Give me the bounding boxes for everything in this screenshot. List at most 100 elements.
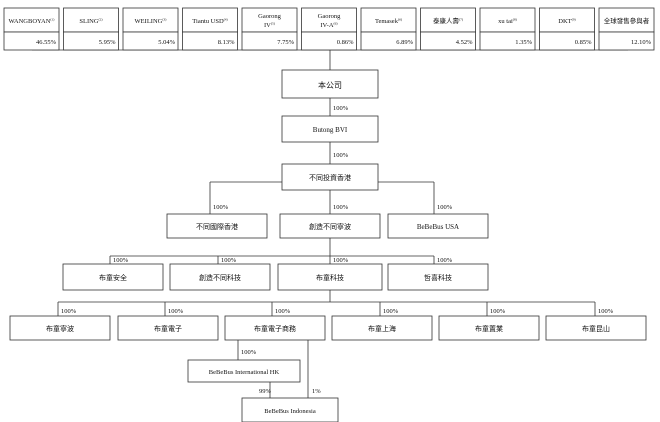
footnote-marker: (6) xyxy=(334,22,339,26)
entity-butong-dianzi: 布童電子 xyxy=(117,315,219,341)
pct-label: 100% xyxy=(383,308,399,315)
shareholder-6: Temasek(6) 6.89% xyxy=(360,7,417,51)
entity-butong-bvi: Butong BVI xyxy=(281,115,379,143)
pct-label: 100% xyxy=(333,105,349,112)
shareholder-pct: 12.10% xyxy=(631,39,652,46)
entity-bebebus-indonesia: BeBeBus Indonesia xyxy=(241,397,339,422)
pct-label: 100% xyxy=(490,308,506,315)
entity-label: 不同投資香港 xyxy=(309,173,351,182)
shareholder-9: DKT(9) 0.85% xyxy=(539,7,595,51)
shareholder-name: 泰康人壽(7) xyxy=(433,16,464,25)
shareholder-2: WEILING(3) 5.04% xyxy=(122,7,179,51)
footnote-marker: (7) xyxy=(459,18,464,22)
shareholder-0: WANGBOYAN(1) 46.55% xyxy=(3,7,60,51)
entity-label: 布童科技 xyxy=(316,273,344,282)
pct-label: 100% xyxy=(333,204,349,211)
entity-label: 創造不同科技 xyxy=(199,273,241,282)
footnote-marker: (5) xyxy=(271,22,276,26)
shareholder-box xyxy=(301,7,357,33)
entity-label: 不同國際香港 xyxy=(196,222,238,231)
shareholder-name: SLING(2) xyxy=(79,18,103,26)
entity-label: 布童安全 xyxy=(99,273,127,282)
entity-bebebus-usa: BeBeBus USA xyxy=(387,213,489,239)
entity-butong-shangwu: 布童電子商務 xyxy=(224,315,326,341)
entity-label: 布童寧波 xyxy=(46,324,74,333)
shareholder-name: Temasek(6) xyxy=(375,18,403,26)
footnote-marker: (4) xyxy=(224,18,229,22)
pct-label: 100% xyxy=(61,308,77,315)
entity-butong-anquan: 布童安全 xyxy=(62,263,164,291)
shareholder-pct: 0.86% xyxy=(337,39,354,46)
shareholder-pct-box xyxy=(182,31,238,51)
shareholder-pct: 4.52% xyxy=(456,39,473,46)
pct-label: 100% xyxy=(333,257,349,264)
shareholder-name: DKT(9) xyxy=(558,18,576,26)
entity-label: Butong BVI xyxy=(313,126,348,134)
footnote-marker: (6) xyxy=(398,18,403,22)
entity-company: 本公司 xyxy=(281,69,379,99)
entity-chuangzao-ningbo: 創造不同寧波 xyxy=(279,213,381,239)
shareholder-8: xu tai(8)1.35% xyxy=(479,7,536,51)
entity-label: 布童上海 xyxy=(368,324,396,333)
entity-label: BeBeBus USA xyxy=(417,223,459,231)
shareholder-pct: 5.95% xyxy=(99,39,116,46)
entity-label: 布童電子商務 xyxy=(254,324,296,333)
shareholder-box xyxy=(241,7,298,33)
entity-butong-hk: 不同投資香港 xyxy=(281,163,379,191)
pct-label: 100% xyxy=(437,257,453,264)
shareholder-3: Tiantu USD(4)8.13% xyxy=(182,7,238,51)
shareholder-pct: 6.89% xyxy=(396,39,413,46)
entity-label: 布童電子 xyxy=(154,324,182,333)
shareholder-box xyxy=(182,7,238,33)
shareholder-pct-box xyxy=(539,31,595,51)
shareholder-name: WANGBOYAN(1) xyxy=(9,18,56,26)
shareholder-row: WANGBOYAN(1) 46.55% SLING(2) 5.95% WEILING(3… xyxy=(3,7,655,51)
shareholder-1: SLING(2) 5.95% xyxy=(63,7,119,51)
entity-butong-kunshan: 布童昆山 xyxy=(545,315,647,341)
entity-label: 本公司 xyxy=(318,80,342,90)
entity-label: BeBeBus International HK xyxy=(209,369,280,376)
shareholder-name: Gaorong xyxy=(318,13,341,20)
entity-label: 布童置業 xyxy=(475,324,503,333)
footnote-marker: (8) xyxy=(513,18,518,22)
entity-chuangzao-keji: 創造不同科技 xyxy=(169,263,271,291)
shareholder-name: IV-A(6) xyxy=(320,22,338,30)
shareholder-box xyxy=(479,7,536,33)
shareholder-pct: 5.04% xyxy=(158,39,175,46)
pct-label: 100% xyxy=(437,204,453,211)
shareholder-name: WEILING(3) xyxy=(135,18,168,26)
shareholder-pct-box xyxy=(122,31,179,51)
shareholder-pct-box xyxy=(420,31,476,51)
entity-boxes: 本公司 Butong BVI 不同投資香港 不同國際香港 創造不同寧波 BeBe… xyxy=(9,69,647,422)
shareholder-pct: 0.85% xyxy=(575,39,592,46)
footnote-marker: (3) xyxy=(162,18,167,22)
pct-label: 100% xyxy=(213,204,229,211)
entity-butong-keji: 布童科技 xyxy=(277,263,383,291)
pct-label: 99% xyxy=(259,388,272,395)
shareholder-pct-box xyxy=(3,31,60,51)
shareholder-pct: 46.55% xyxy=(36,39,57,46)
shareholder-box xyxy=(63,7,119,33)
shareholder-pct-box xyxy=(63,31,119,51)
shareholder-name: Gaorong xyxy=(258,13,281,20)
entity-butong-ningbo: 布童寧波 xyxy=(9,315,111,341)
entity-label: 布童昆山 xyxy=(582,324,610,333)
shareholder-box xyxy=(539,7,595,33)
entity-label: BeBeBus Indonesia xyxy=(264,408,316,415)
shareholder-pct-box xyxy=(241,31,298,51)
entity-butong-shanghai: 布童上海 xyxy=(331,315,433,341)
shareholder-box xyxy=(598,7,655,33)
pct-label: 100% xyxy=(113,257,129,264)
pct-label: 100% xyxy=(221,257,237,264)
ownership-labels: 100% 100% 100% 100% 100% 100% 100% 100% … xyxy=(61,105,614,395)
shareholder-pct-box xyxy=(301,31,357,51)
entity-butong-zhiye: 布童置業 xyxy=(438,315,540,341)
pct-label: 100% xyxy=(168,308,184,315)
shareholder-box xyxy=(360,7,417,33)
pct-label: 1% xyxy=(312,388,321,395)
shareholder-pct-box xyxy=(479,31,536,51)
